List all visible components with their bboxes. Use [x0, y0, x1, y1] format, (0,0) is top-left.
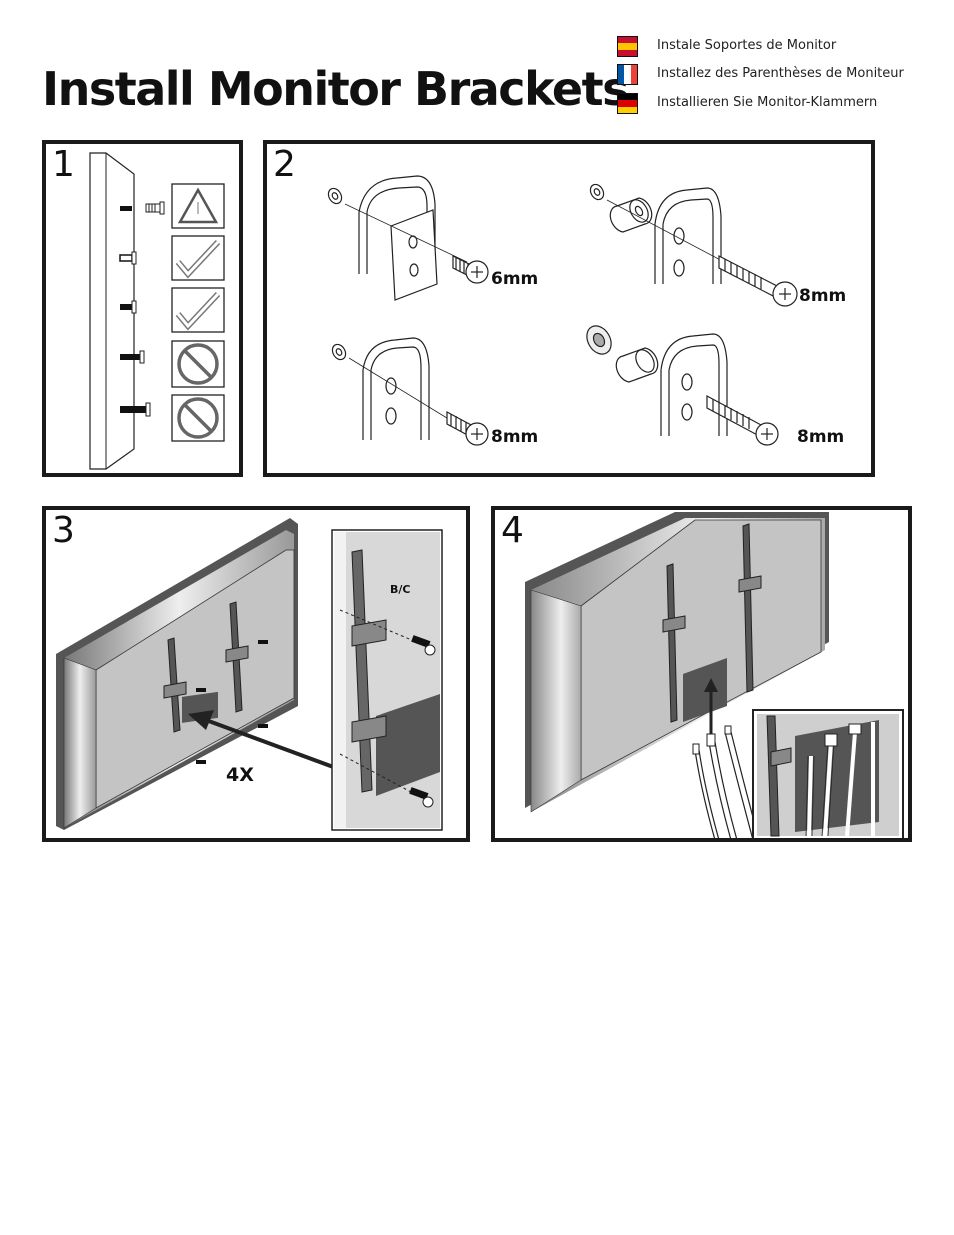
step-number: 1	[52, 144, 75, 185]
checkmark-icon	[171, 287, 225, 333]
step-1-illustration	[89, 152, 225, 470]
step-number: 2	[273, 144, 296, 185]
step-2-panel: 6mm 8mm 8mm 8mm 2	[263, 140, 875, 477]
screw-too-short	[120, 201, 165, 215]
language-line-spanish: Instale Soportes de Monitor	[617, 36, 947, 58]
size-label-6mm: 6mm	[491, 269, 538, 289]
step-2-illustration: 6mm 8mm 8mm 8mm	[327, 175, 846, 447]
bracket-right	[738, 523, 762, 693]
size-label-8mm: 8mm	[491, 427, 538, 447]
size-label-8mm: 8mm	[799, 286, 846, 306]
size-label-8mm: 8mm	[797, 427, 844, 447]
hardware-8mm-spacer-group	[589, 183, 798, 307]
bc-label: B/C	[390, 583, 410, 596]
hardware-6mm-group	[327, 175, 489, 301]
step-3-panel: B/C 4X 3	[42, 506, 470, 842]
page-title: Install Monitor Brackets	[42, 62, 630, 116]
step-number: 3	[52, 510, 75, 551]
bracket-left	[163, 637, 187, 733]
language-text-german: Installieren Sie Monitor-Klammern	[657, 95, 878, 110]
warning-icon	[171, 183, 225, 229]
germany-flag-icon	[617, 93, 638, 114]
screw-too-long-1	[120, 350, 145, 364]
up-arrow-icon	[704, 678, 718, 692]
step-1-panel: 1	[42, 140, 243, 477]
screw-correct-1	[119, 251, 137, 265]
checkmark-icon	[171, 235, 225, 281]
step-3-illustration: B/C 4X	[56, 518, 443, 831]
language-line-german: Installieren Sie Monitor-Klammern	[617, 93, 947, 115]
language-text-spanish: Instale Soportes de Monitor	[657, 38, 837, 53]
quantity-label: 4X	[226, 764, 254, 786]
screw-too-long-2	[120, 402, 151, 417]
prohibited-icon	[171, 394, 225, 442]
spain-flag-icon	[617, 36, 638, 57]
step-number: 4	[501, 510, 524, 551]
screw-correct-2	[120, 300, 137, 314]
prohibited-icon	[171, 340, 225, 388]
bracket-left	[662, 563, 686, 723]
bracket-right	[225, 601, 249, 713]
france-flag-icon	[617, 64, 638, 85]
language-text-french: Installez des Parenthèses de Moniteur	[657, 66, 904, 81]
step-4-illustration	[525, 512, 904, 838]
hardware-8mm-group	[331, 337, 489, 446]
language-line-french: Installez des Parenthèses de Moniteur	[617, 64, 947, 86]
screws-group	[196, 640, 268, 764]
direction-arrow-icon	[188, 710, 214, 730]
hardware-8mm-large-washer-group	[586, 325, 779, 446]
cables-group	[694, 731, 760, 838]
step-4-panel: 4	[491, 506, 912, 842]
